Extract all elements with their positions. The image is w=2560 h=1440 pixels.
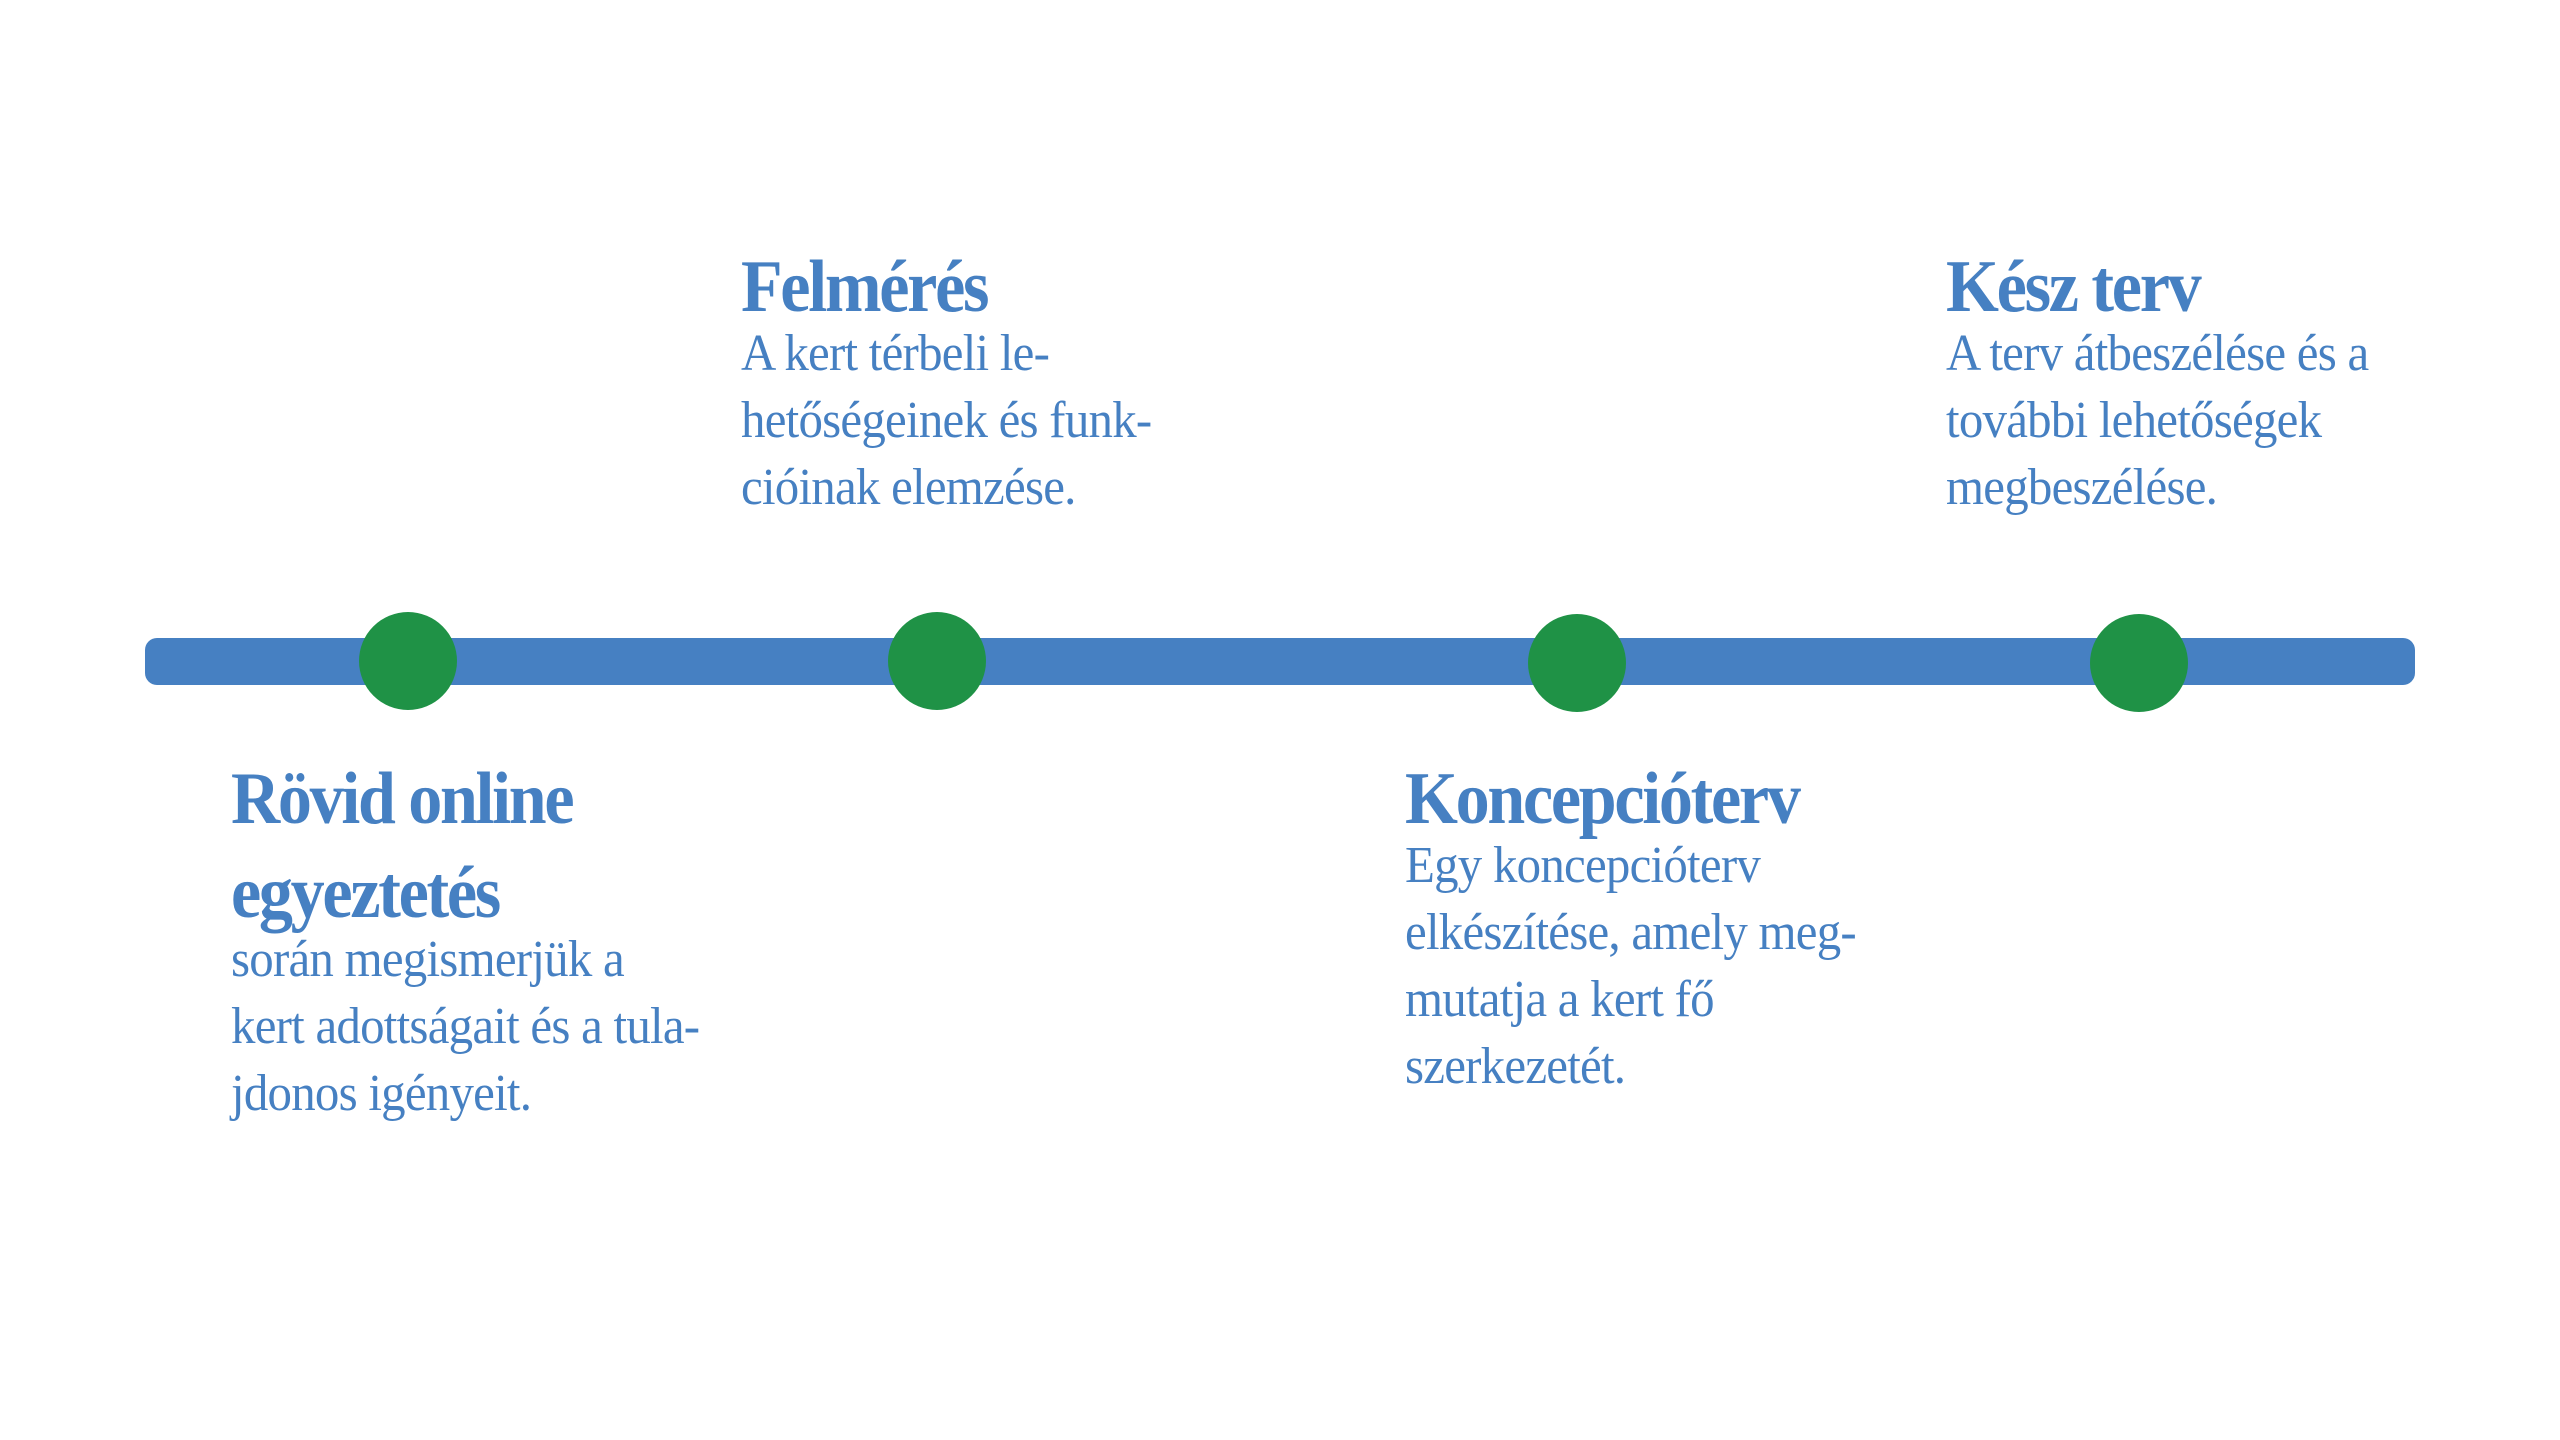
step-description: során megismerjük a kert adottságait és … [231, 926, 700, 1127]
step-description-line: mutatja a kert fő [1405, 971, 1715, 1028]
step-description-line: kert adottságait és a tula- [231, 998, 700, 1055]
step-description-line: A kert térbeli le- [741, 325, 1050, 382]
step-description-line: jdonos igényeit. [231, 1065, 532, 1122]
milestone-dot-4 [2090, 614, 2188, 712]
step-description-line: cióinak elemzése. [741, 459, 1076, 516]
step-description-line: hetőségeinek és funk- [741, 392, 1152, 449]
step-title: Koncepcióterv [1405, 752, 1846, 846]
step-description-line: A terv átbeszélése és a [1946, 325, 2369, 382]
step-title: Rövid online egyeztetés [231, 752, 689, 940]
step-description-line: Egy koncepcióterv [1405, 837, 1761, 894]
step-description-line: szerkezetét. [1405, 1038, 1626, 1095]
step-concept-plan: Koncepcióterv Egy koncepcióterv elkészít… [1405, 752, 1885, 1100]
step-description-line: további lehetőségek [1946, 392, 2322, 449]
step-title-line: Rövid online [231, 758, 575, 840]
step-title: Kész terv [1946, 240, 2359, 334]
timeline-bar [145, 638, 2415, 685]
step-title-line: Koncepcióterv [1405, 758, 1801, 840]
step-online-consultation: Rövid online egyeztetés során megismerjü… [231, 752, 729, 1127]
step-final-plan: Kész terv A terv átbeszélése és a tovább… [1946, 240, 2395, 521]
step-description-line: megbeszélése. [1946, 459, 2218, 516]
step-description-line: során megismerjük a [231, 931, 625, 988]
step-description: Egy koncepcióterv elkészítése, amely meg… [1405, 832, 1857, 1100]
milestone-dot-1 [359, 612, 457, 710]
step-description: A kert térbeli le- hetőségeinek és funk-… [741, 320, 1152, 521]
step-description: A terv átbeszélése és a további lehetősé… [1946, 320, 2369, 521]
step-survey: Felmérés A kert térbeli le- hetőségeinek… [741, 240, 1178, 521]
milestone-dot-2 [888, 612, 986, 710]
step-title: Felmérés [741, 240, 1143, 334]
step-title-line: egyeztetés [231, 852, 501, 934]
step-title-line: Kész terv [1946, 246, 2202, 328]
step-description-line: elkészítése, amely meg- [1405, 904, 1857, 961]
step-title-line: Felmérés [741, 246, 989, 328]
milestone-dot-3 [1528, 614, 1626, 712]
